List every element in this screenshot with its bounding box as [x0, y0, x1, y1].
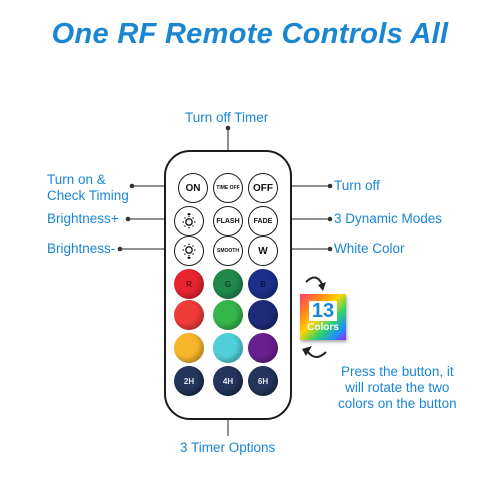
- color-button-purple[interactable]: [248, 333, 278, 363]
- color-button-light-green[interactable]: [213, 300, 243, 330]
- green-button[interactable]: G: [213, 269, 243, 299]
- turn-on-label: Turn on & Check Timing: [47, 172, 129, 203]
- smooth-button[interactable]: SMOOTH: [213, 236, 243, 266]
- turn-off-label: Turn off: [334, 178, 380, 193]
- color-button-navy[interactable]: [248, 300, 278, 330]
- timer-options-label: 3 Timer Options: [180, 440, 276, 455]
- rotate-arrows-icon: [305, 276, 327, 358]
- rotate-colors-note: Press the button, it will rotate the two…: [338, 364, 457, 411]
- brightness-plus-label: Brightness+: [47, 211, 119, 226]
- red-button[interactable]: R: [174, 269, 204, 299]
- timer-off-button[interactable]: TIME OFF: [213, 173, 243, 203]
- color-button-cyan[interactable]: [213, 333, 243, 363]
- colors-word: Colors: [307, 322, 339, 333]
- timer-4h-button[interactable]: 4H: [213, 366, 243, 396]
- color-button-yellow[interactable]: [174, 333, 204, 363]
- blue-button[interactable]: B: [248, 269, 278, 299]
- brightness-down-button[interactable]: [174, 236, 204, 266]
- turn-off-timer-label: Turn off Timer: [185, 110, 269, 125]
- brightness-up-icon: [182, 212, 196, 229]
- timer-6h-button[interactable]: 6H: [248, 366, 278, 396]
- brightness-minus-label: Brightness-: [47, 241, 116, 256]
- page-title: One RF Remote Controls All: [51, 18, 449, 50]
- colors-badge: 13 Colors: [300, 294, 346, 340]
- timer-2h-button[interactable]: 2H: [174, 366, 204, 396]
- white-button[interactable]: W: [248, 236, 278, 266]
- white-color-label: White Color: [334, 241, 405, 256]
- on-button[interactable]: ON: [178, 173, 208, 203]
- color-button-red-orange[interactable]: [174, 300, 204, 330]
- flash-button[interactable]: FLASH: [213, 206, 243, 236]
- remote-control: ON TIME OFF OFF FLASH FADE: [164, 150, 292, 420]
- fade-button[interactable]: FADE: [248, 206, 278, 236]
- off-button[interactable]: OFF: [248, 173, 278, 203]
- brightness-up-button[interactable]: [174, 206, 204, 236]
- colors-count: 13: [308, 301, 338, 321]
- brightness-down-icon: [182, 243, 196, 260]
- dynamic-modes-label: 3 Dynamic Modes: [334, 211, 443, 226]
